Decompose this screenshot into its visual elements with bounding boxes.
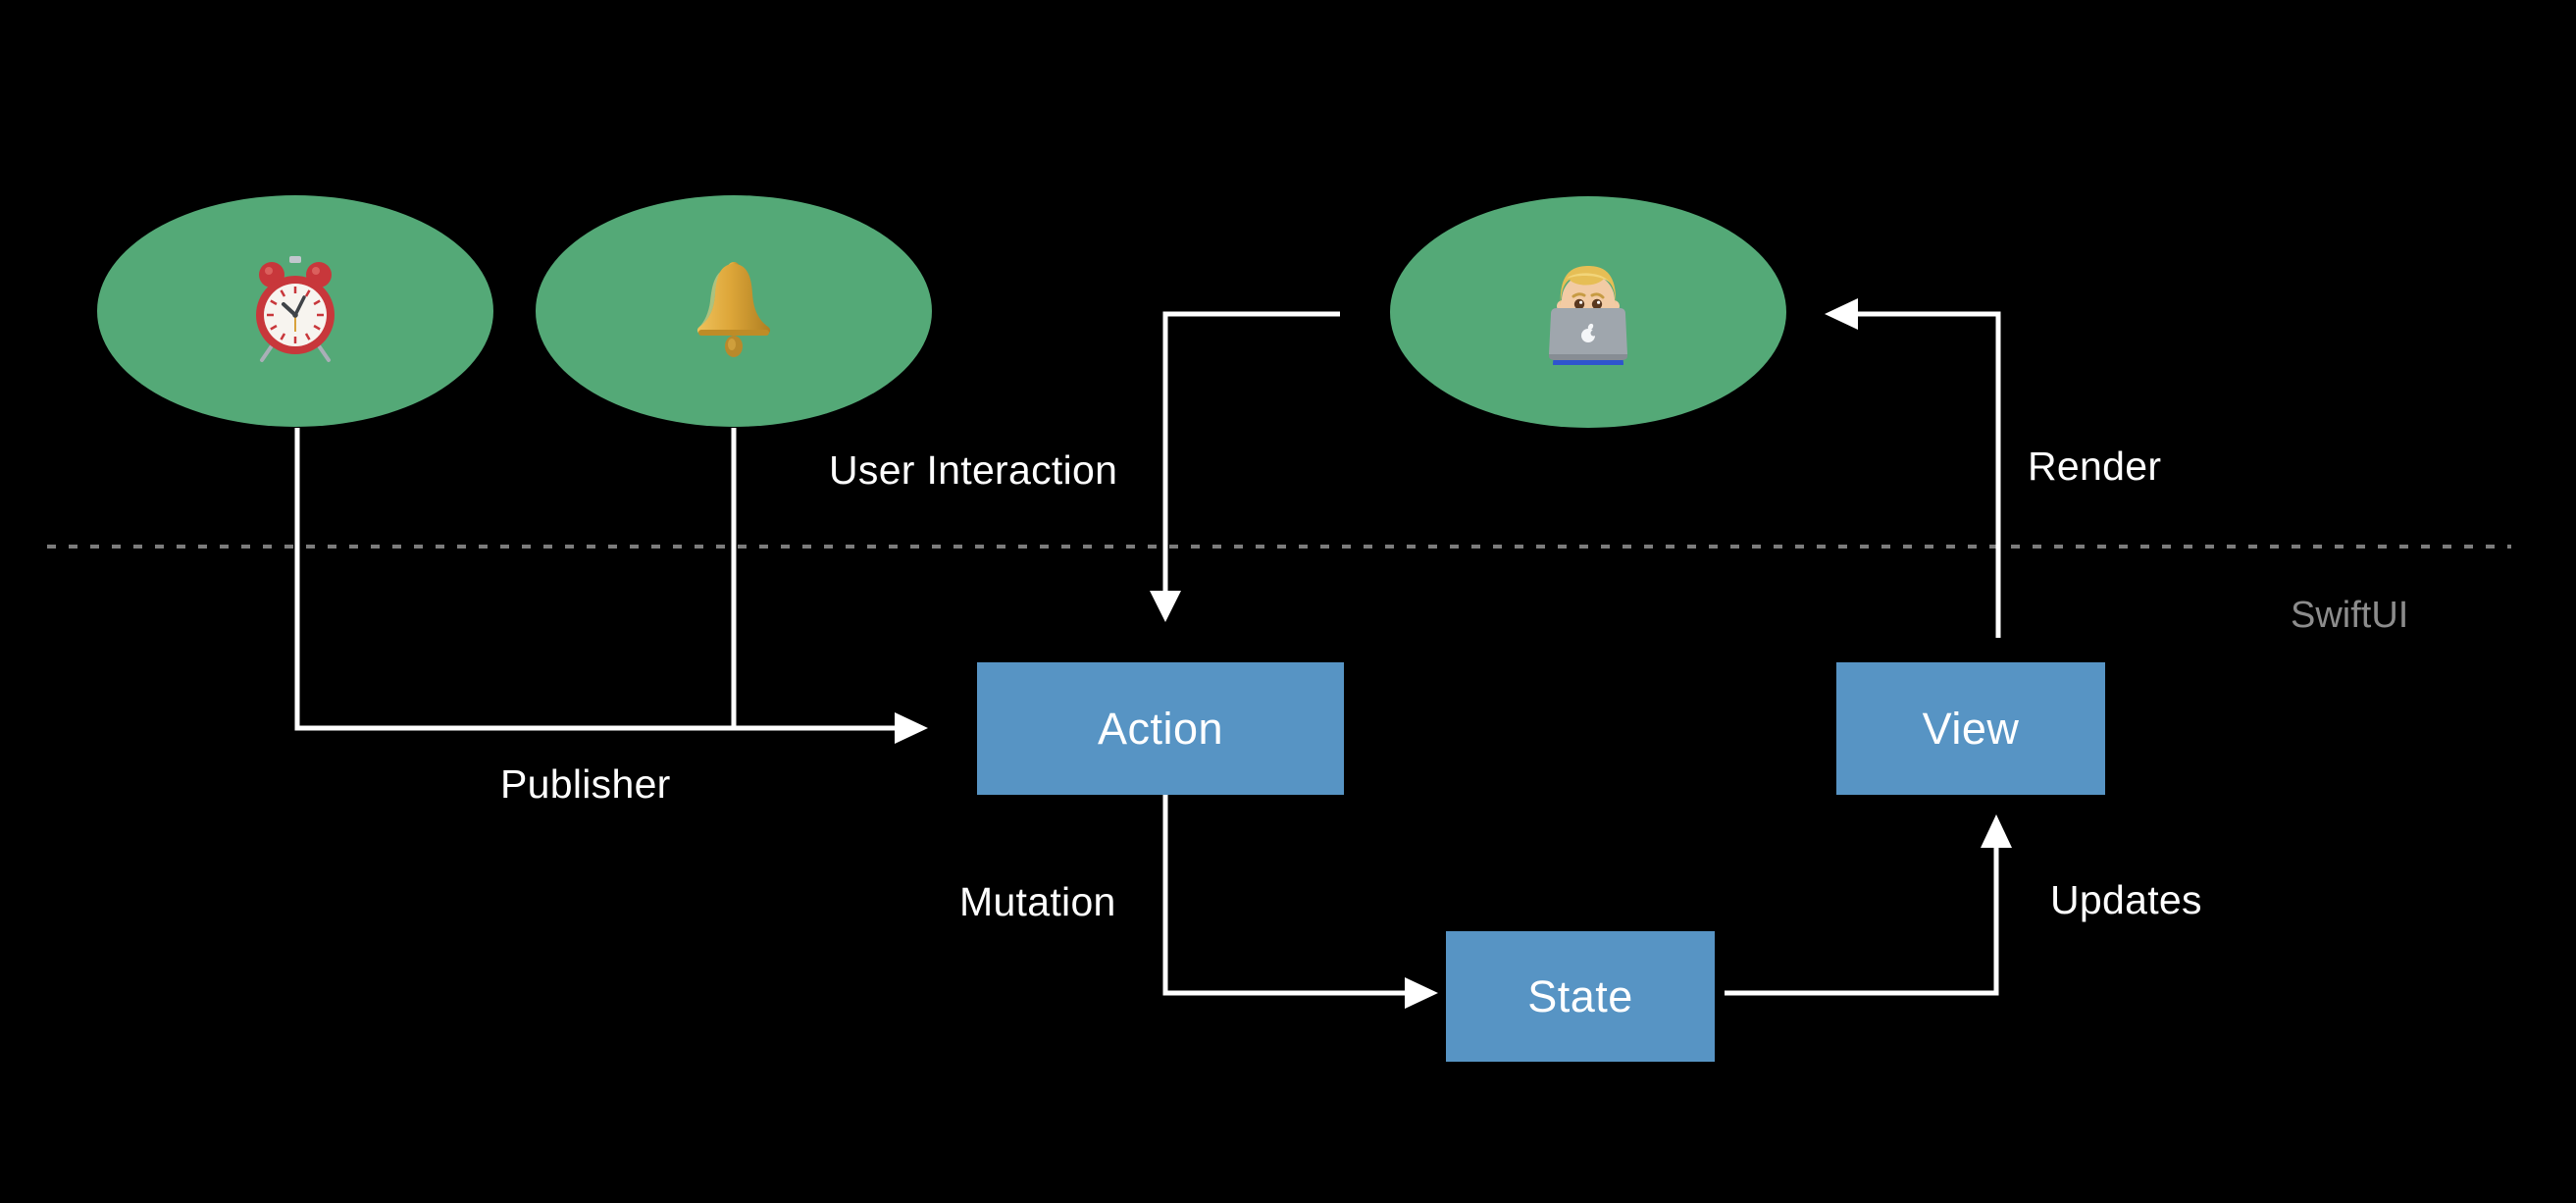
user-interaction-label: User Interaction <box>829 447 1118 493</box>
render-arrow <box>1825 298 2001 638</box>
action-node-label: Action <box>1097 703 1224 754</box>
state-node-label: State <box>1527 970 1633 1021</box>
publisher-arrow <box>294 428 928 744</box>
mutation-arrow <box>1162 795 1438 1009</box>
state-node: State <box>1446 931 1715 1062</box>
view-node-label: View <box>1922 703 2020 754</box>
notification-bubble <box>536 195 932 427</box>
view-node: View <box>1836 662 2105 795</box>
updates-label: Updates <box>2050 877 2202 922</box>
bell-icon <box>696 262 771 357</box>
updates-arrow <box>1725 814 2012 996</box>
render-label: Render <box>2028 444 2162 489</box>
alarm-clock-icon <box>256 256 335 362</box>
publisher-label: Publisher <box>500 761 671 807</box>
action-node: Action <box>977 662 1344 795</box>
user-interaction-arrow <box>1150 311 1340 622</box>
user-bubble <box>1390 196 1786 428</box>
technologist-icon <box>1549 266 1627 365</box>
timer-bubble <box>97 195 493 427</box>
mutation-label: Mutation <box>959 879 1116 924</box>
swiftui-label: SwiftUI <box>2291 595 2409 636</box>
